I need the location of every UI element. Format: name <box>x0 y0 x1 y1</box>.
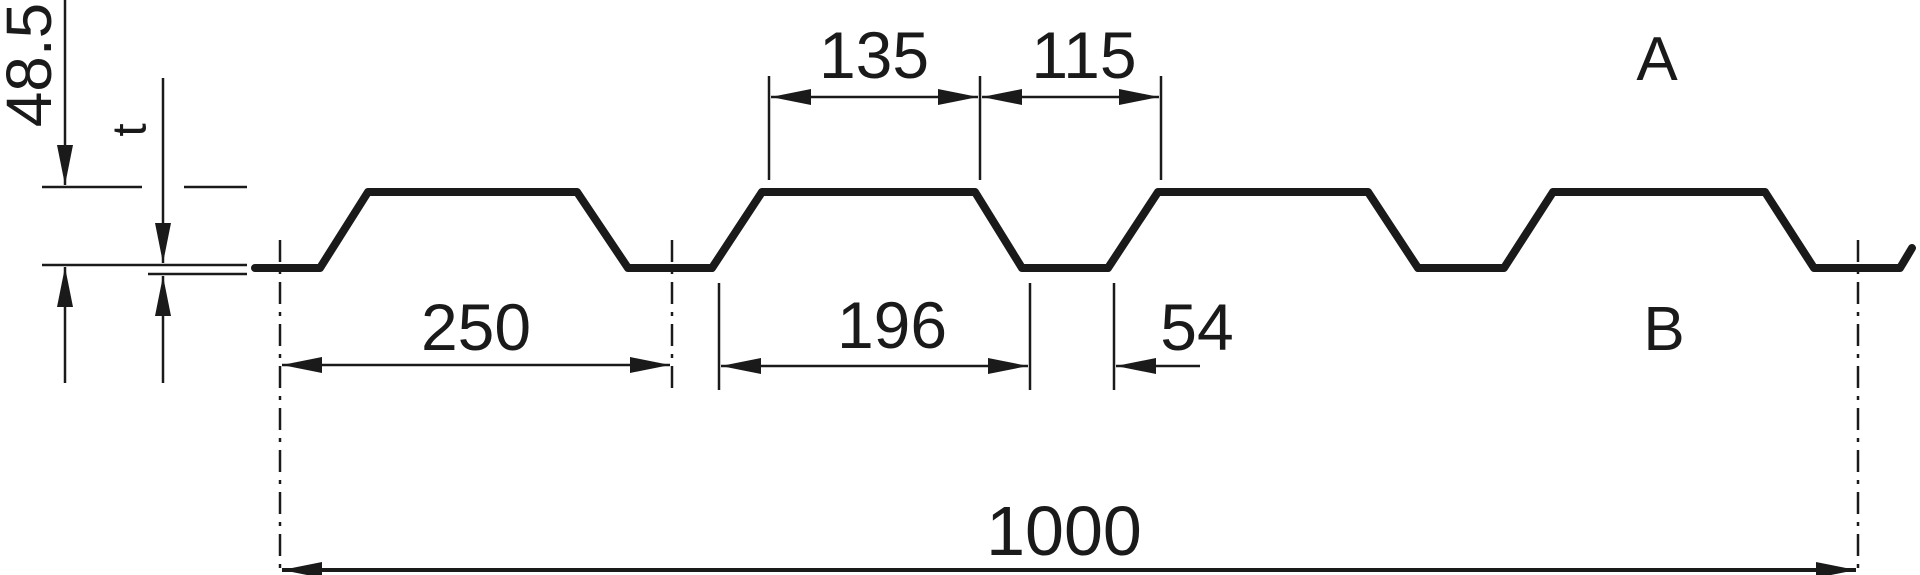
top-flange-dimension: 135 <box>767 18 982 180</box>
cover-width-value: 1000 <box>986 492 1142 570</box>
thickness-label: t <box>104 123 157 136</box>
height-value: 48.5 <box>0 3 65 128</box>
sheet-profile <box>251 188 1916 272</box>
side-b-label: B <box>1643 295 1684 364</box>
pitch-dimension: 250 <box>278 240 674 575</box>
top-rib-gap-value: 115 <box>1031 18 1136 92</box>
top-rib-gap-dimension: 115 <box>982 18 1163 180</box>
bottom-flange-dimension: 54 <box>1112 283 1234 390</box>
thickness-dimension: t <box>104 78 171 383</box>
cover-width-dimension: 1000 <box>282 240 1860 575</box>
bottom-rib-dimension: 196 <box>717 283 1032 390</box>
pitch-value: 250 <box>421 290 531 364</box>
side-a-label: A <box>1636 25 1678 94</box>
bottom-rib-value: 196 <box>837 288 947 362</box>
bottom-flange-value: 54 <box>1160 290 1233 364</box>
top-flange-value: 135 <box>819 18 929 92</box>
height-reference-lines <box>42 185 247 276</box>
height-dimension: 48.5 <box>0 0 73 383</box>
